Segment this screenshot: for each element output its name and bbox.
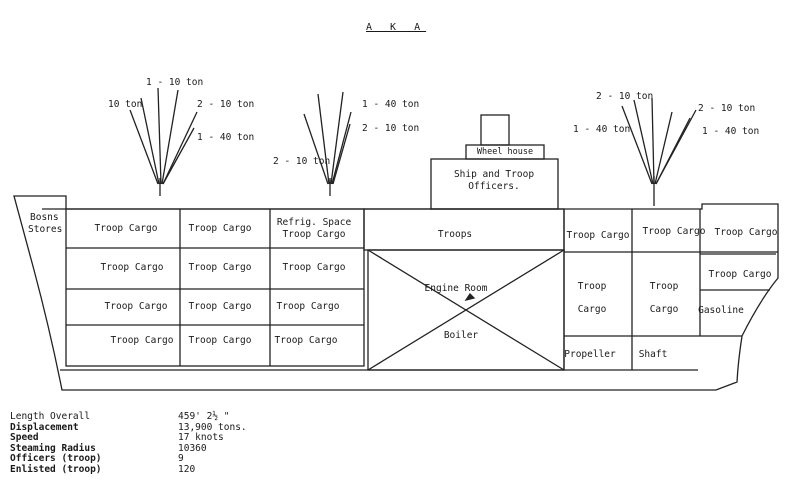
engine-x2 (367, 249, 565, 371)
boom-label-mid-3: 2 - 10 ton (273, 156, 331, 167)
spec-label: Steaming Radius (10, 442, 96, 454)
boom-label-fwd-3: 2 - 10 ton (197, 99, 255, 110)
cargo-r3c2: Troop Cargo (188, 301, 252, 312)
boom-label-aft1-1: 2 - 10 ton (596, 91, 654, 102)
cargo-block-frame (65, 208, 365, 367)
cargo-r2c2: Troop Cargo (188, 262, 252, 273)
spec-row: Enlisted (troop) 120 (10, 463, 247, 476)
cargo-r4c1: Troop Cargo (110, 335, 174, 346)
spec-value: 13,900 tons. (178, 421, 247, 433)
engine-room-label: Engine Room (424, 283, 488, 294)
spec-row: Steaming Radius 10360 (10, 442, 247, 455)
gasoline-label: Gasoline (698, 305, 744, 316)
aft-cargo-label-1: Cargo (577, 304, 607, 315)
shaft-label: Shaft (638, 349, 668, 360)
wheelhouse-label: Wheel house (476, 147, 534, 157)
diagram-title: A K A (366, 22, 427, 33)
officers-label-1: Ship and Troop (453, 169, 535, 180)
aft-troop-2: Troop (649, 281, 679, 292)
propeller-label: Propeller (564, 349, 616, 360)
spec-label: Displacement (10, 421, 79, 433)
aft-cargo-4: Troop Cargo (708, 269, 772, 280)
boom-label-fwd-4: 1 - 40 ton (197, 132, 255, 143)
officers-label-2: Officers. (468, 181, 520, 192)
spec-label: Length Overall (10, 411, 91, 422)
spec-value: 459' 2½ " (178, 411, 230, 422)
spec-row: Displacement 13,900 tons. (10, 421, 247, 434)
refrig-label-1: Refrig. Space (276, 217, 352, 228)
refrig-label-2: Troop Cargo (282, 229, 346, 240)
spec-value: 10360 (178, 442, 207, 454)
spec-label: Officers (troop) (10, 453, 102, 464)
spec-row: Length Overall 459' 2½ " (10, 411, 247, 423)
cargo-r1c1: Troop Cargo (94, 223, 158, 234)
spec-value: 120 (178, 463, 196, 475)
aft-cargo-1: Troop Cargo (566, 230, 630, 241)
aft-mast (621, 97, 697, 206)
spec-value: 17 knots (178, 432, 224, 443)
boom-label-aft2-2: 1 - 40 ton (702, 126, 760, 137)
spec-label: Speed (10, 432, 39, 443)
fwd-mast (129, 87, 198, 196)
spec-value: 9 (178, 453, 184, 464)
cargo-r4c3: Troop Cargo (274, 335, 338, 346)
boatswain-label-2: Stores (28, 224, 63, 235)
boom-label-mid-1: 1 - 40 ton (362, 99, 420, 110)
boom-label-aft2-1: 2 - 10 ton (698, 103, 756, 114)
specifications-table: Length Overall 459' 2½ " Displacement 13,90… (10, 411, 247, 476)
spec-label: Enlisted (troop) (10, 463, 102, 475)
spec-row: Speed 17 knots (10, 432, 247, 444)
troops-label: Troops (437, 229, 473, 240)
spec-row: Officers (troop) 9 (10, 453, 247, 465)
boom-label-aft1-2: 1 - 40 ton (573, 124, 631, 135)
cargo-r1c2: Troop Cargo (188, 223, 252, 234)
aft-cargo-3: Troop Cargo (714, 227, 778, 238)
cargo-r2c3: Troop Cargo (282, 262, 346, 273)
mid-mast (303, 91, 352, 196)
cargo-r3c1: Troop Cargo (104, 301, 168, 312)
hull-outline (13, 195, 779, 391)
boom-label-fwd-1: 1 - 10 ton (146, 77, 204, 88)
aft-cargo-label-2: Cargo (649, 304, 679, 315)
aft-troop-1: Troop (577, 281, 607, 292)
cargo-r4c2: Troop Cargo (188, 335, 252, 346)
aft-cargo-2: Troop Cargo (642, 226, 706, 237)
stack (480, 114, 510, 146)
cargo-r3c3: Troop Cargo (276, 301, 340, 312)
boiler-label: Boiler (443, 330, 479, 341)
boatswain-label-1: Bosns (30, 212, 59, 223)
cargo-r2c1: Troop Cargo (100, 262, 164, 273)
boom-label-mid-2: 2 - 10 ton (362, 123, 420, 134)
boom-label-fwd-2: 10 ton (108, 99, 143, 110)
